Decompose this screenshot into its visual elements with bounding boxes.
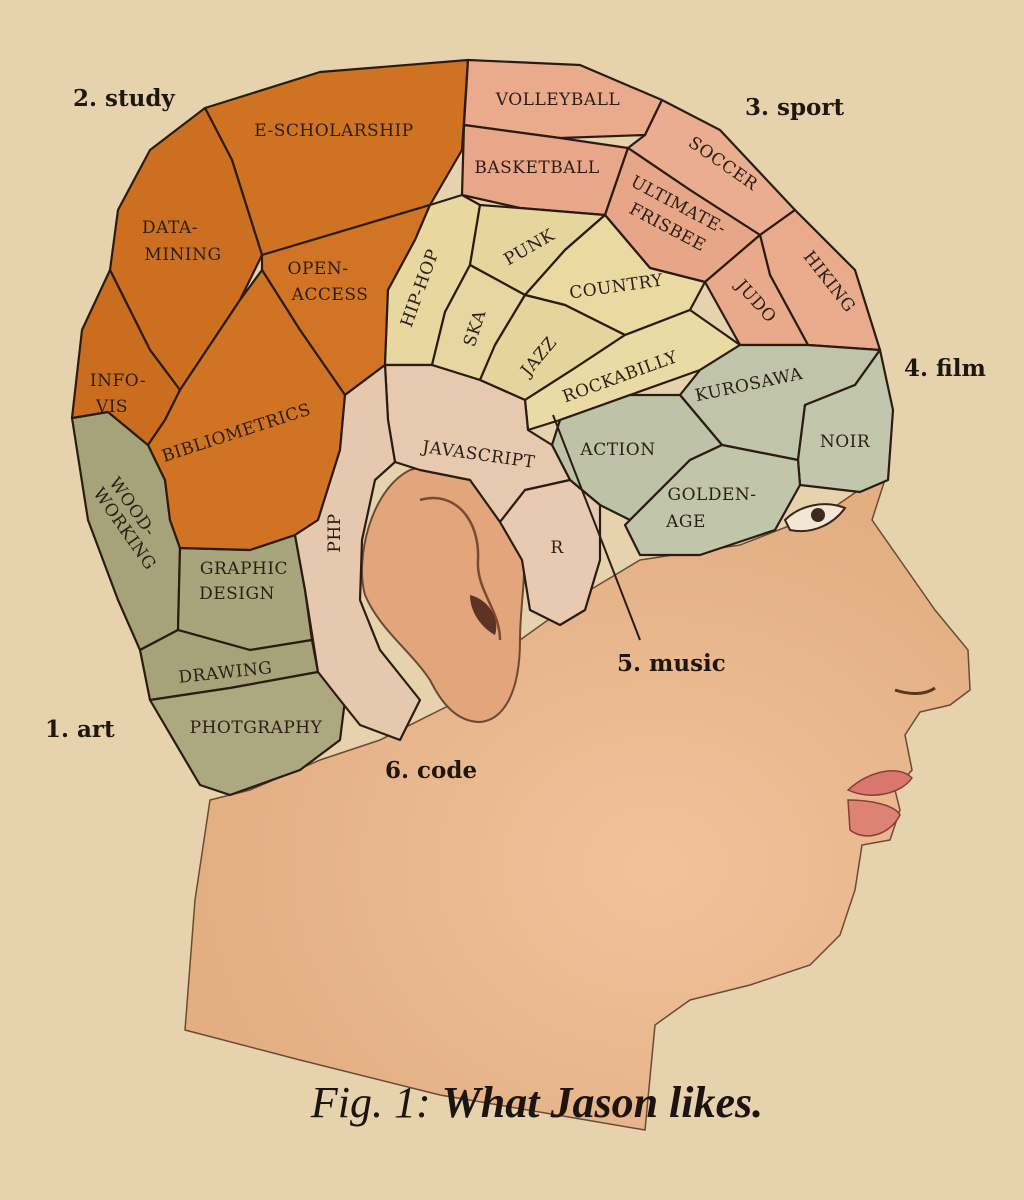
- category-sport: 3. sport: [745, 94, 845, 121]
- code-regions: [293, 363, 602, 742]
- region-golden-age: [623, 443, 802, 557]
- region-php: [293, 363, 422, 742]
- music-pointer-line: [552, 414, 641, 641]
- label-noir: NOIR: [820, 432, 871, 452]
- film-regions: [550, 343, 895, 557]
- nostril-line: [894, 686, 936, 695]
- upper-lip: [846, 770, 913, 796]
- label-golden-age-1: GOLDEN-: [668, 485, 757, 505]
- label-graphic-design-1: GRAPHIC: [200, 559, 288, 579]
- category-study: 2. study: [73, 85, 175, 112]
- figure-caption: Fig. 1: What Jason likes.: [310, 1078, 763, 1127]
- caption-prefix: Fig. 1:: [310, 1078, 442, 1127]
- region-r: [498, 478, 602, 627]
- label-action: ACTION: [579, 440, 655, 460]
- category-music: 5. music: [617, 650, 726, 677]
- label-basketball: BASKETBALL: [474, 158, 599, 178]
- label-golden-age-2: AGE: [665, 512, 706, 532]
- lower-lip: [847, 799, 901, 837]
- label-data-mining-1: DATA-: [142, 218, 198, 238]
- art-regions: [70, 410, 347, 797]
- region-photography: [148, 670, 347, 797]
- label-info-vis-1: INFO-: [90, 371, 146, 391]
- label-info-vis-2: VIS: [95, 397, 128, 417]
- label-open-access-1: OPEN-: [288, 259, 349, 279]
- music-regions: [383, 193, 742, 432]
- category-film: 4. film: [904, 355, 986, 382]
- category-labels: 1. art 2. study 3. sport 4. film 5. musi…: [45, 85, 986, 784]
- label-r: R: [550, 538, 564, 558]
- ear-canal: [470, 595, 497, 635]
- label-open-access-2: ACCESS: [291, 285, 369, 305]
- sport-regions: [460, 58, 882, 352]
- caption-title: What Jason likes.: [442, 1078, 764, 1127]
- label-php: PHP: [325, 513, 345, 552]
- category-code: 6. code: [385, 757, 477, 784]
- category-art: 1. art: [45, 716, 115, 743]
- label-photography: PHOTGRAPHY: [190, 718, 323, 738]
- label-volleyball: VOLLEYBALL: [495, 90, 620, 110]
- label-data-mining-2: MINING: [144, 245, 221, 265]
- label-graphic-design-2: DESIGN: [199, 584, 275, 604]
- label-e-scholarship: E-SCHOLARSHIP: [254, 121, 413, 141]
- study-regions: [70, 58, 470, 552]
- eye-iris: [811, 508, 825, 522]
- ear-fold: [419, 496, 502, 641]
